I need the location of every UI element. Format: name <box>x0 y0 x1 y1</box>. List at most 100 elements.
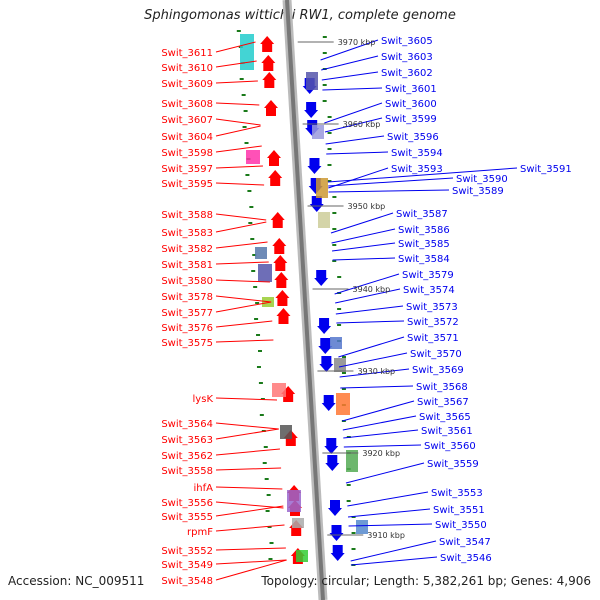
tick-mark-right <box>337 308 342 310</box>
leader-line-left <box>215 60 257 68</box>
tick-mark-right <box>327 116 332 118</box>
gene-label-left: Swit_3583 <box>161 228 213 239</box>
gene-label-right: Swit_3584 <box>398 254 450 265</box>
gene-label-left: Swit_3608 <box>161 99 213 110</box>
leader-line-right <box>350 556 438 566</box>
gene-label-left: Swit_3564 <box>161 419 213 430</box>
leader-line-right <box>330 212 394 234</box>
protein-domain-box <box>306 72 318 90</box>
reverse-gene-body <box>270 178 281 186</box>
gene-label-left: Swit_3577 <box>161 308 213 319</box>
forward-gene-body <box>320 338 331 346</box>
protein-domain-box <box>287 490 301 512</box>
kbp-scale-label: 3910 kbp <box>367 531 405 540</box>
gene-label-right: Swit_3546 <box>440 553 492 564</box>
tick-mark-left <box>252 254 257 256</box>
leader-line-right <box>325 135 385 145</box>
gene-label-right: Swit_3547 <box>439 537 491 548</box>
gene-label-left: Swit_3611 <box>161 48 213 59</box>
forward-gene-arrow <box>319 364 334 372</box>
gene-label-left: Swit_3597 <box>161 164 213 175</box>
gene-label-left: Swit_3609 <box>161 79 213 90</box>
forward-gene-body <box>309 158 320 166</box>
gene-label-left: lysK <box>193 394 214 405</box>
gene-label-right: Swit_3570 <box>410 349 462 360</box>
tick-mark-right <box>342 356 346 358</box>
gene-label-right: Swit_3586 <box>398 225 450 236</box>
forward-gene-arrow <box>329 533 344 541</box>
gene-label-right: Swit_3599 <box>385 114 437 125</box>
gene-label-left: Swit_3610 <box>161 63 213 74</box>
tick-mark-left <box>254 318 259 320</box>
tick-mark-right <box>322 36 327 38</box>
protein-domain-box <box>334 358 346 372</box>
leader-line-left <box>215 448 280 456</box>
gene-label-left: Swit_3575 <box>161 338 213 349</box>
reverse-gene-body <box>283 394 294 402</box>
reverse-gene-arrow <box>262 72 277 80</box>
reverse-gene-body <box>269 158 279 166</box>
reverse-gene-arrow <box>261 55 276 63</box>
gene-label-right: Swit_3574 <box>403 285 455 296</box>
protein-domain-box <box>316 178 328 198</box>
gene-label-left: Swit_3558 <box>161 466 213 477</box>
tick-mark-right <box>346 484 351 486</box>
gene-label-right: Swit_3572 <box>407 317 459 328</box>
tick-mark-left <box>256 334 261 336</box>
gene-label-left: rpmF <box>187 527 213 538</box>
gene-label-left: Swit_3580 <box>161 276 213 287</box>
tick-mark-left <box>242 126 247 128</box>
reverse-gene-body <box>276 280 287 288</box>
leader-line-right <box>335 305 404 315</box>
reverse-gene-body <box>263 63 274 71</box>
gene-label-right: Swit_3568 <box>416 382 468 393</box>
gene-label-left: ihfA <box>194 483 214 494</box>
reverse-gene-arrow <box>268 170 283 178</box>
leader-line-left <box>215 241 268 249</box>
reverse-gene-arrow <box>270 212 285 220</box>
leader-line-right <box>332 257 396 261</box>
reverse-gene-arrow <box>273 255 288 263</box>
forward-gene-body <box>332 545 343 553</box>
gene-label-left: Swit_3549 <box>161 560 213 571</box>
kbp-scale-label: 3950 kbp <box>348 202 386 211</box>
tick-mark-right <box>332 244 337 246</box>
reverse-gene-body <box>272 220 283 228</box>
leader-line-right <box>342 400 415 422</box>
leader-line-left <box>215 102 260 106</box>
leader-line-left <box>215 486 283 490</box>
reverse-gene-body <box>275 263 286 271</box>
tick-mark-left <box>247 190 252 192</box>
gene-label-left: Swit_3604 <box>161 132 213 143</box>
leader-line-right <box>343 429 419 439</box>
reverse-gene-arrow <box>260 36 275 44</box>
gene-label-right: Swit_3603 <box>381 52 433 63</box>
leader-line-right <box>336 320 405 324</box>
tick-mark-right <box>351 532 356 534</box>
leader-line-left <box>215 505 284 517</box>
reverse-gene-body <box>277 298 288 306</box>
gene-label-right: Swit_3585 <box>398 239 450 250</box>
gene-label-left: Swit_3576 <box>161 323 213 334</box>
leader-line-left <box>215 501 284 509</box>
tick-mark-left <box>265 510 270 512</box>
tick-mark-right <box>322 52 327 54</box>
gene-label-right: Swit_3605 <box>381 36 433 47</box>
gene-label-left: Swit_3552 <box>161 546 213 557</box>
leader-line-right <box>348 523 433 527</box>
tick-mark-right <box>332 228 337 230</box>
protein-domain-box <box>280 425 292 439</box>
leader-line-right <box>328 177 454 187</box>
leader-line-left <box>215 422 279 430</box>
forward-gene-arrow <box>304 110 319 118</box>
forward-gene-arrow <box>314 278 329 286</box>
leader-line-left <box>215 467 282 471</box>
forward-gene-arrow <box>325 463 340 471</box>
reverse-gene-body <box>291 528 302 536</box>
leader-line-right <box>350 540 437 562</box>
tick-mark-left <box>244 142 249 144</box>
forward-gene-arrow <box>324 446 339 454</box>
gene-label-left: Swit_3578 <box>161 292 213 303</box>
tick-mark-left <box>268 558 273 560</box>
leader-line-right <box>345 462 425 484</box>
